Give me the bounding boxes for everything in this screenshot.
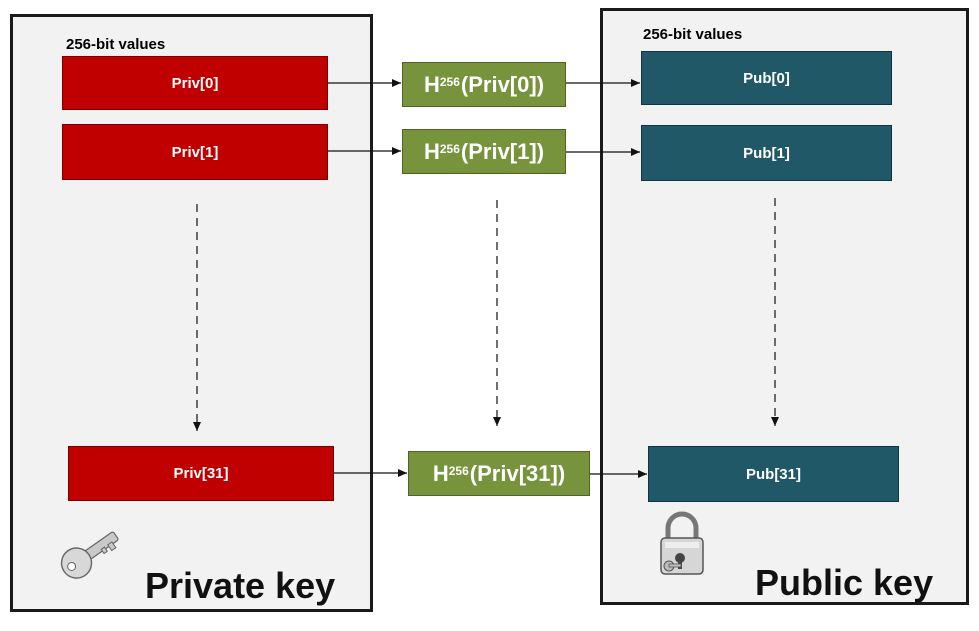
- key-icon: [60, 531, 119, 579]
- hash-superscript: 256: [439, 141, 460, 156]
- hash-superscript: 256: [439, 74, 460, 89]
- hash-prefix: H: [432, 460, 449, 486]
- pub-box-31: Pub[31]: [648, 446, 899, 502]
- hash-prefix: H: [423, 138, 440, 164]
- private-values-header: 256-bit values: [66, 36, 166, 53]
- priv-box-31: Priv[31]: [68, 446, 334, 501]
- hash-arg: (Priv[0]): [460, 71, 545, 97]
- priv-box-1: Priv[1]: [62, 124, 328, 180]
- padlock-icon: [660, 511, 704, 575]
- pub-box-0: Pub[0]: [641, 51, 892, 105]
- private-key-title: Private key: [145, 565, 336, 606]
- hash-prefix: H: [423, 71, 440, 97]
- priv-box-0: Priv[0]: [62, 56, 328, 110]
- hash-arg: (Priv[1]): [460, 138, 545, 164]
- public-key-panel: [600, 8, 969, 605]
- hash-superscript: 256: [448, 463, 469, 478]
- pub-box-1: Pub[1]: [641, 125, 892, 181]
- public-values-header: 256-bit values: [643, 26, 743, 43]
- hash-arg: (Priv[31]): [469, 460, 566, 486]
- public-key-title: Public key: [755, 562, 934, 603]
- private-key-panel: [10, 14, 373, 612]
